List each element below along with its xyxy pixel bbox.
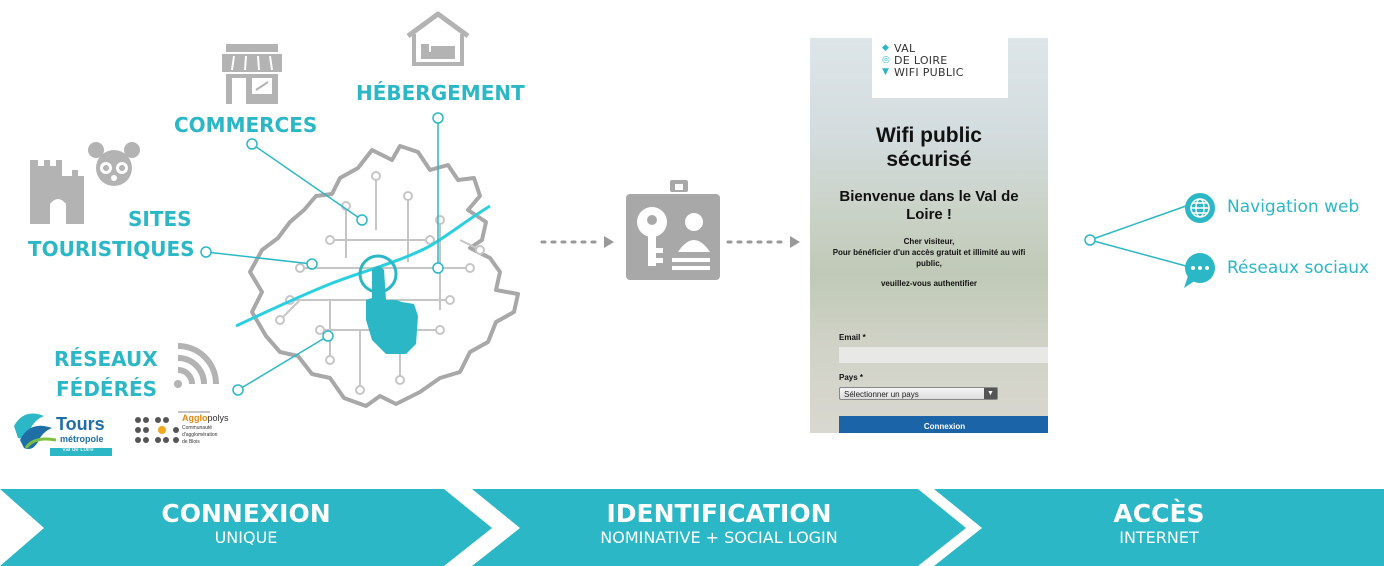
arrow-to-portal [726,236,800,248]
country-select[interactable]: Sélectionner un pays ▼ [839,387,998,400]
agglopolys-name-bold: Agglo [182,413,208,423]
tower-icon: ▼ [882,67,889,77]
country-select-value: Sélectionner un pays [844,390,919,399]
chevron-step-2 [472,489,966,566]
connexion-button[interactable]: Connexion [839,416,1048,433]
tours-logo-sub: métropole [60,434,104,444]
email-label: Email * [839,333,866,342]
hand-pointer-icon [358,254,418,354]
portal-intro-line2: public, [916,259,942,268]
email-field[interactable] [839,347,1048,363]
step-3-text: ACCÈS INTERNET [934,500,1384,548]
portal-welcome-line1: Bienvenue dans le Val de [839,188,1019,205]
chevron-down-icon: ▼ [984,388,997,399]
label-reseaux-sociaux: Réseaux sociaux [1227,258,1370,278]
wifi-portal-screen: ◆ ◎ ▼ VAL DE LOIRE WIFI PUBLIC Wifi publ… [810,38,1048,433]
arrow-to-identification [540,236,614,248]
portal-background-overlay [810,38,1048,433]
agglopolys-sub-3: de Blois [182,439,200,445]
step-2-title: IDENTIFICATION [606,499,832,528]
agglopolys-sub-1: Communauté [182,425,213,431]
step-1-title: CONNEXION [161,499,331,528]
wifi-signal-icon [174,343,219,388]
castle-panda-icon [30,142,140,224]
step-2-text: IDENTIFICATION NOMINATIVE + SOCIAL LOGIN [472,500,966,548]
tours-logo-tag: Val de Loire [62,447,94,453]
wifi-icon: ◎ [882,55,890,65]
label-sites-line2: TOURISTIQUES [28,237,195,261]
tours-logo-name: Tours [56,414,105,434]
portal-title-line1: Wifi public [876,124,982,147]
label-hebergement: HÉBERGEMENT [356,81,525,105]
step-3-title: ACCÈS [1113,499,1205,528]
label-navigation-web: Navigation web [1227,197,1360,217]
portal-intro-line1: Pour bénéficier d'un accès gratuit et il… [832,248,1026,257]
agglopolys-sub-2: d'agglomération [182,432,218,438]
label-reseaux-line2: FÉDÉRÉS [56,377,158,401]
portal-logo-line2: DE LOIRE [894,54,948,67]
step-3-subtitle: INTERNET [1119,528,1199,547]
process-chevrons [0,489,1384,566]
label-sites-line1: SITES [128,207,192,231]
agglopolys-logo-name: Agglopolys [182,413,229,423]
chevron-step-3 [934,489,1384,566]
label-commerces: COMMERCES [174,113,318,137]
country-label: Pays * [839,373,864,382]
label-reseaux-line1: RÉSEAUX [54,347,158,371]
step-1-subtitle: UNIQUE [214,528,278,547]
step-2-subtitle: NOMINATIVE + SOCIAL LOGIN [600,528,838,547]
house-bed-icon [406,11,470,66]
outcome-connectors [1089,205,1187,267]
leaf-icon: ◆ [882,43,889,53]
portal-logo: ◆ ◎ ▼ VAL DE LOIRE WIFI PUBLIC [872,38,1008,98]
portal-welcome-line2: Loire ! [906,206,952,223]
portal-logo-line1: VAL [894,42,916,55]
tours-metropole-logo [14,413,112,456]
chevron-step-1 [0,489,492,566]
portal-auth-prompt: veuillez-vous authentifier [880,279,978,288]
portal-logo-line3: WIFI PUBLIC [894,66,964,79]
globe-icon [1185,193,1215,223]
agglopolys-name-rest: polys [207,413,229,423]
key-badge-icon [626,180,720,280]
portal-greeting: Cher visiteur, [903,237,955,246]
step-1-text: CONNEXION UNIQUE [0,500,492,548]
agglopolys-logo [135,411,210,443]
portal-title-line2: sécurisé [886,148,972,171]
chat-bubble-icon [1184,253,1215,288]
shop-icon [222,44,282,104]
